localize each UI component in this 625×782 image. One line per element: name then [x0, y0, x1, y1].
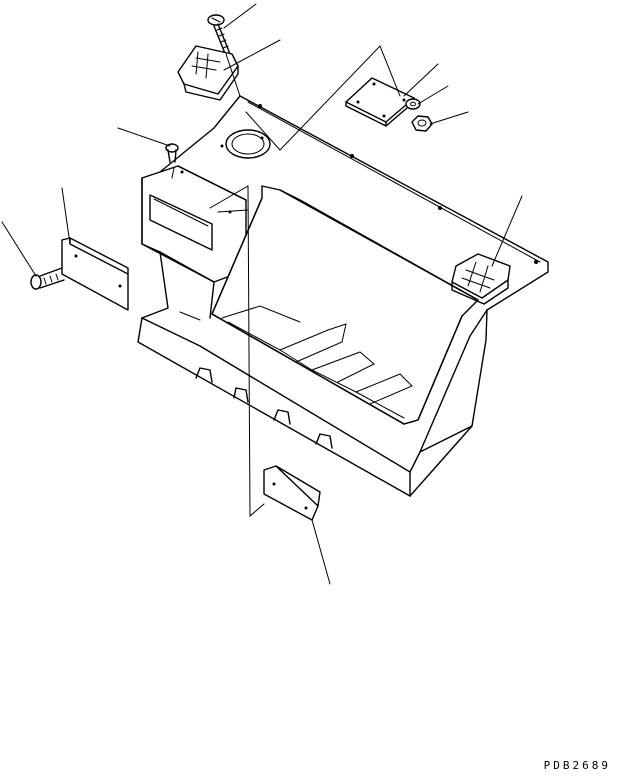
cover-plate-bottom-icon	[263, 465, 321, 521]
screw-top-icon	[207, 14, 231, 57]
nut-icon	[411, 115, 433, 132]
cover-plate-left-icon	[61, 237, 129, 311]
cover-plate-top-icon	[345, 77, 415, 127]
screw-left-icon	[30, 267, 65, 290]
speaker-cover-top-icon	[177, 45, 239, 101]
drawing-code-label: PDB2689	[543, 759, 611, 772]
console-panel	[137, 95, 549, 497]
speaker-cover-right-icon	[451, 253, 511, 305]
leader-lines	[1, 3, 523, 585]
washer-icon	[405, 98, 421, 110]
